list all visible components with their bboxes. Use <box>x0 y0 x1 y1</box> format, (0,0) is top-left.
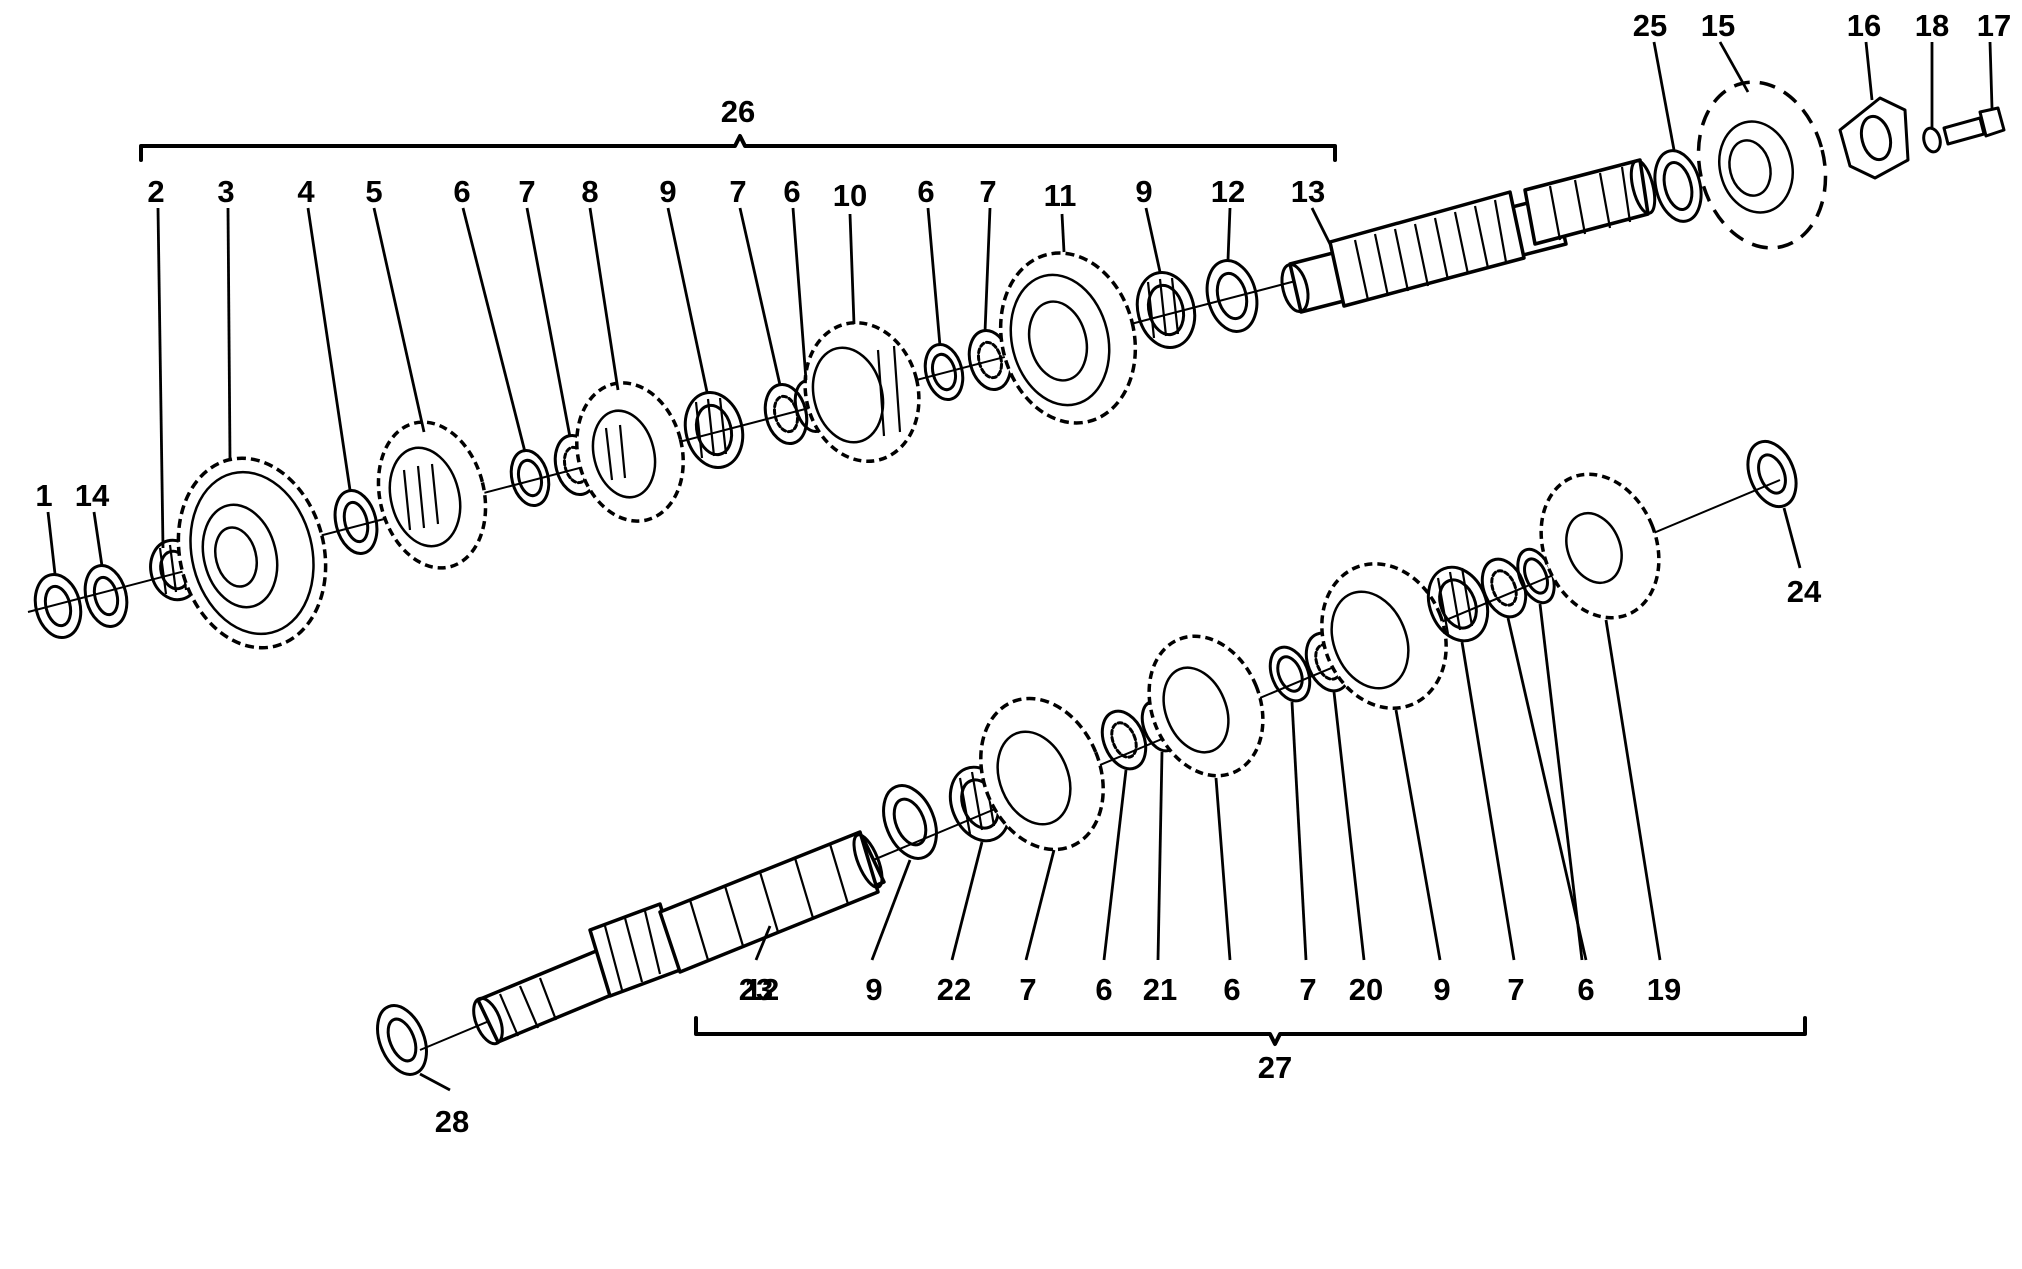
part-21-gear <box>1147 634 1265 778</box>
callout-25: 25 <box>1633 8 1667 43</box>
callout-6-lower-b: 6 <box>1223 972 1240 1007</box>
callout-11: 11 <box>1044 178 1077 213</box>
callout-7-lower-c: 7 <box>1019 972 1036 1007</box>
part-7-splined-washer-d <box>1100 709 1148 771</box>
callout-6-upper-b: 6 <box>783 174 800 209</box>
callout-18: 18 <box>1915 8 1949 43</box>
callout-5: 5 <box>365 174 382 209</box>
callout-13: 13 <box>1291 174 1325 209</box>
part-4-spacer <box>333 489 379 555</box>
part-9-needle-cage-b <box>1135 271 1197 349</box>
callout-15: 15 <box>1701 8 1735 43</box>
part-6-circlip-c <box>923 342 965 402</box>
callout-9-upper-b: 9 <box>1135 174 1152 209</box>
callout-6-upper-a: 6 <box>453 174 470 209</box>
part-8-gear <box>575 381 685 523</box>
callout-17: 17 <box>1977 8 2011 43</box>
part-6-circlip-a <box>509 448 551 508</box>
callout-16: 16 <box>1847 8 1881 43</box>
part-6-circlip-e <box>1268 645 1312 703</box>
part-25-washer <box>1653 149 1703 223</box>
part-23-input-shaft <box>472 830 886 1046</box>
callout-20: 20 <box>1349 972 1383 1007</box>
callout-9-upper-a: 9 <box>659 174 676 209</box>
callout-22: 22 <box>937 972 971 1007</box>
part-10-gear <box>803 320 921 464</box>
callout-6-lower-a: 6 <box>1577 972 1594 1007</box>
callout-7-lower-b: 7 <box>1299 972 1316 1007</box>
callout-6-upper-c: 6 <box>917 174 934 209</box>
callout-3: 3 <box>217 174 234 209</box>
leader-lines <box>46 41 1994 1092</box>
part-24-thrust-washer <box>1746 439 1798 509</box>
part-12-thrust-washer-a <box>1205 259 1259 333</box>
callout-12-lower: 12 <box>745 972 779 1007</box>
callout-7-upper-a: 7 <box>518 174 535 209</box>
callout-7-upper-c: 7 <box>979 174 996 209</box>
callout-9-lower-a: 9 <box>1433 972 1450 1007</box>
part-22-gear <box>979 696 1105 852</box>
group-26-brace <box>139 134 1337 162</box>
part-14-washer <box>83 564 129 628</box>
callout-10: 10 <box>833 178 867 213</box>
part-11-gear <box>998 251 1138 425</box>
callout-19: 19 <box>1647 972 1681 1007</box>
part-12-thrust-washer-b <box>882 784 938 860</box>
part-17-bolt <box>1942 106 2006 146</box>
callout-1: 1 <box>35 478 52 513</box>
callout-4: 4 <box>297 174 315 209</box>
group-27-label: 27 <box>1258 1050 1292 1085</box>
part-28-washer <box>376 1004 428 1076</box>
callout-6-lower-c: 6 <box>1095 972 1112 1007</box>
part-3-large-gear <box>176 456 328 650</box>
callout-21: 21 <box>1143 972 1177 1007</box>
part-20-gear <box>1320 562 1448 710</box>
part-1-thrust-washer <box>33 572 83 640</box>
callout-7-lower-a: 7 <box>1507 972 1524 1007</box>
group-26-label: 26 <box>721 94 755 129</box>
callout-7-upper-b: 7 <box>729 174 746 209</box>
part-15-sprocket <box>1696 80 1828 250</box>
callout-23: 23 <box>739 972 773 1007</box>
callout-8: 8 <box>581 174 598 209</box>
callout-2: 2 <box>147 174 164 209</box>
part-9-needle-cage-a <box>683 391 745 469</box>
part-18-lock-washer <box>1922 126 1942 154</box>
group-27-brace <box>694 1016 1807 1046</box>
callout-24: 24 <box>1787 574 1822 609</box>
upper-shaft-assembly <box>27 80 2006 650</box>
part-19-gear <box>1539 472 1661 620</box>
lower-shaft-assembly <box>376 439 1798 1076</box>
part-7-splined-washer-f <box>1480 557 1528 619</box>
callout-28: 28 <box>435 1104 469 1139</box>
part-9-needle-cage-d <box>1426 565 1490 643</box>
callout-9-lower-b: 9 <box>865 972 882 1007</box>
callout-labels: 1 14 2 3 4 5 6 7 8 9 7 6 10 6 7 11 9 12 … <box>35 8 2011 1139</box>
callout-12-upper: 12 <box>1211 174 1245 209</box>
part-5-sliding-gear <box>376 420 488 570</box>
part-13-output-shaft <box>1280 158 1657 314</box>
callout-14: 14 <box>75 478 110 513</box>
part-16-retainer-plate <box>1838 96 1910 180</box>
